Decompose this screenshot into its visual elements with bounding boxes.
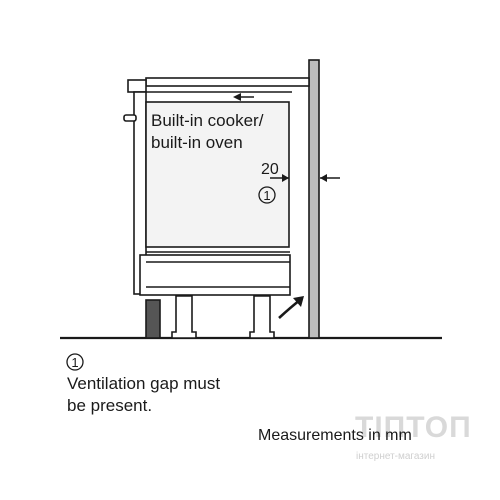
side-wall: [308, 59, 320, 339]
watermark-sub: інтернет-магазин: [356, 451, 435, 462]
ventilation-arrow: [278, 298, 301, 319]
measurements-note: Measurements in mm: [258, 427, 412, 444]
ventilation-arrow-head: [293, 296, 304, 307]
left-foot: [171, 295, 197, 339]
cooker-label-line1: Built-in cooker/: [151, 111, 264, 130]
gap-marker-circle: [258, 186, 276, 204]
worktop-front-edge: [127, 79, 147, 93]
gap-marker-number: 1: [263, 188, 270, 203]
gap-arrow-left-head: [282, 174, 289, 182]
top-arrow-head: [233, 93, 241, 101]
drawer: [139, 254, 291, 296]
base-panel: [145, 299, 161, 339]
oven-box: [145, 101, 290, 248]
cooker-label-line2: built-in oven: [151, 133, 243, 152]
legend-line2: be present.: [67, 396, 152, 415]
right-foot: [249, 295, 275, 339]
gap-value: 20: [261, 161, 279, 178]
legend-marker-number: 1: [71, 355, 78, 370]
worktop: [145, 77, 310, 87]
legend-line1: Ventilation gap must: [67, 374, 220, 393]
watermark-brand: ТІПТОП: [355, 411, 472, 444]
control-knob: [123, 114, 137, 122]
legend-marker-circle: [66, 353, 84, 371]
gap-arrow-right-head: [320, 174, 327, 182]
